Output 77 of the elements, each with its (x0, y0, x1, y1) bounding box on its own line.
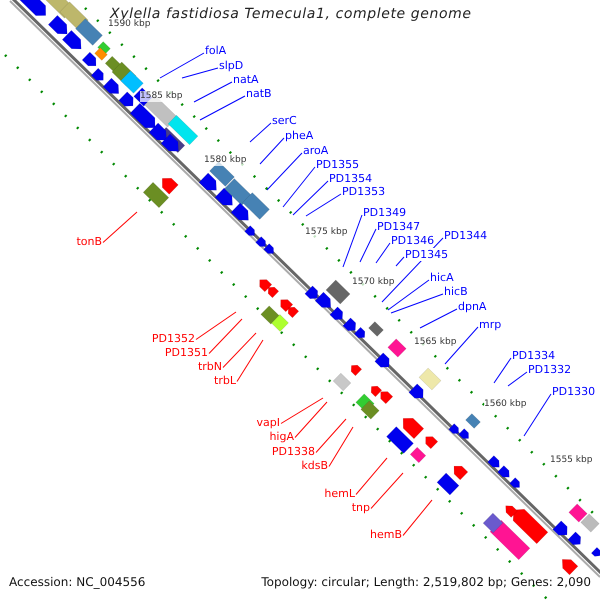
gene-label: PD1334 (512, 349, 556, 362)
gene-label: vapI (256, 416, 280, 429)
gene-label: serC (272, 114, 297, 127)
leader-line (208, 318, 242, 354)
gene-label: folA (205, 44, 226, 57)
gene-label: tonB (76, 235, 102, 248)
gene-label: dpnA (458, 300, 486, 313)
position-tick-label: 1555 kbp (550, 455, 592, 466)
genome-info: Topology: circular; Length: 2,519,802 bp; Genes: 2,090 (261, 575, 591, 589)
leader-line (402, 500, 432, 536)
leader-line (360, 228, 376, 262)
gene-label: trbN (198, 360, 222, 373)
gene-label: PD1355 (316, 158, 360, 171)
leader-line (316, 418, 346, 453)
leader-line (250, 122, 272, 142)
leader-line (388, 280, 430, 310)
gene-label: PD1349 (363, 206, 406, 219)
gene-label: higA (269, 430, 294, 443)
position-tick-label: 1565 kbp (414, 337, 456, 348)
gene-label: PD1346 (391, 234, 434, 247)
leader-line (328, 426, 354, 467)
gene-label: PD1332 (528, 363, 572, 376)
position-tick-label: 1560 kbp (484, 399, 526, 410)
leader-line (356, 458, 388, 495)
leader-line (508, 372, 528, 386)
leader-line (306, 194, 342, 216)
gene-label: PD1353 (342, 185, 386, 198)
leader-line (292, 180, 328, 216)
gene-label: hicA (430, 271, 454, 284)
leader-line (280, 398, 324, 424)
genome-info: Accession: NC_004556 (9, 575, 146, 589)
gene-label: PD1354 (329, 172, 372, 185)
gene-label: natB (246, 87, 272, 100)
leader-line (200, 96, 246, 120)
gene-label: slpD (219, 59, 244, 72)
leader-line (376, 242, 390, 264)
gene-label: trbL (214, 374, 236, 387)
leader-line (342, 214, 362, 268)
leader-line (260, 138, 284, 164)
gene-label: kdsB (301, 459, 328, 472)
position-tick-label: 1590 kbp (108, 19, 150, 30)
leader-line (236, 340, 264, 382)
position-tick-label: 1580 kbp (204, 155, 246, 166)
leader-line (196, 312, 236, 340)
leader-line (396, 256, 404, 266)
gene-label: tnp (352, 501, 370, 514)
gene-label: PD1351 (164, 346, 208, 359)
leader-line (420, 308, 458, 328)
leader-line (102, 212, 138, 243)
gene-label: PD1330 (552, 385, 596, 398)
leader-line (194, 82, 232, 102)
gene-label: aroA (303, 144, 328, 157)
gene-label: PD1347 (377, 220, 420, 233)
position-tick-label: 1575 kbp (305, 227, 348, 238)
gene-label: hemL (324, 487, 355, 500)
gene-label: PD1345 (405, 248, 448, 261)
chart-title: Xylella fastidiosa Temecula1, complete genome (110, 6, 472, 22)
leader-line (160, 52, 204, 78)
leader-line (222, 332, 256, 368)
gene-label: natA (233, 73, 259, 86)
leader-line (266, 152, 302, 190)
leader-line (494, 358, 512, 384)
leader-line (444, 326, 478, 364)
gene-label: hicB (444, 285, 468, 298)
leader-line (282, 166, 316, 208)
gene-label: PD1352 (152, 332, 195, 345)
gene-label: pheA (285, 129, 314, 142)
position-tick-label: 1570 kbp (352, 277, 394, 288)
leader-line (294, 402, 328, 438)
gene-label: PD1338 (272, 445, 315, 458)
leader-line (182, 68, 218, 78)
leader-line (370, 472, 404, 509)
position-tick-label: 1585 kbp (140, 91, 182, 102)
gene-label: PD1344 (444, 229, 488, 242)
leader-line (524, 394, 552, 436)
leader-line (390, 294, 444, 314)
gene-label: hemB (370, 528, 402, 541)
